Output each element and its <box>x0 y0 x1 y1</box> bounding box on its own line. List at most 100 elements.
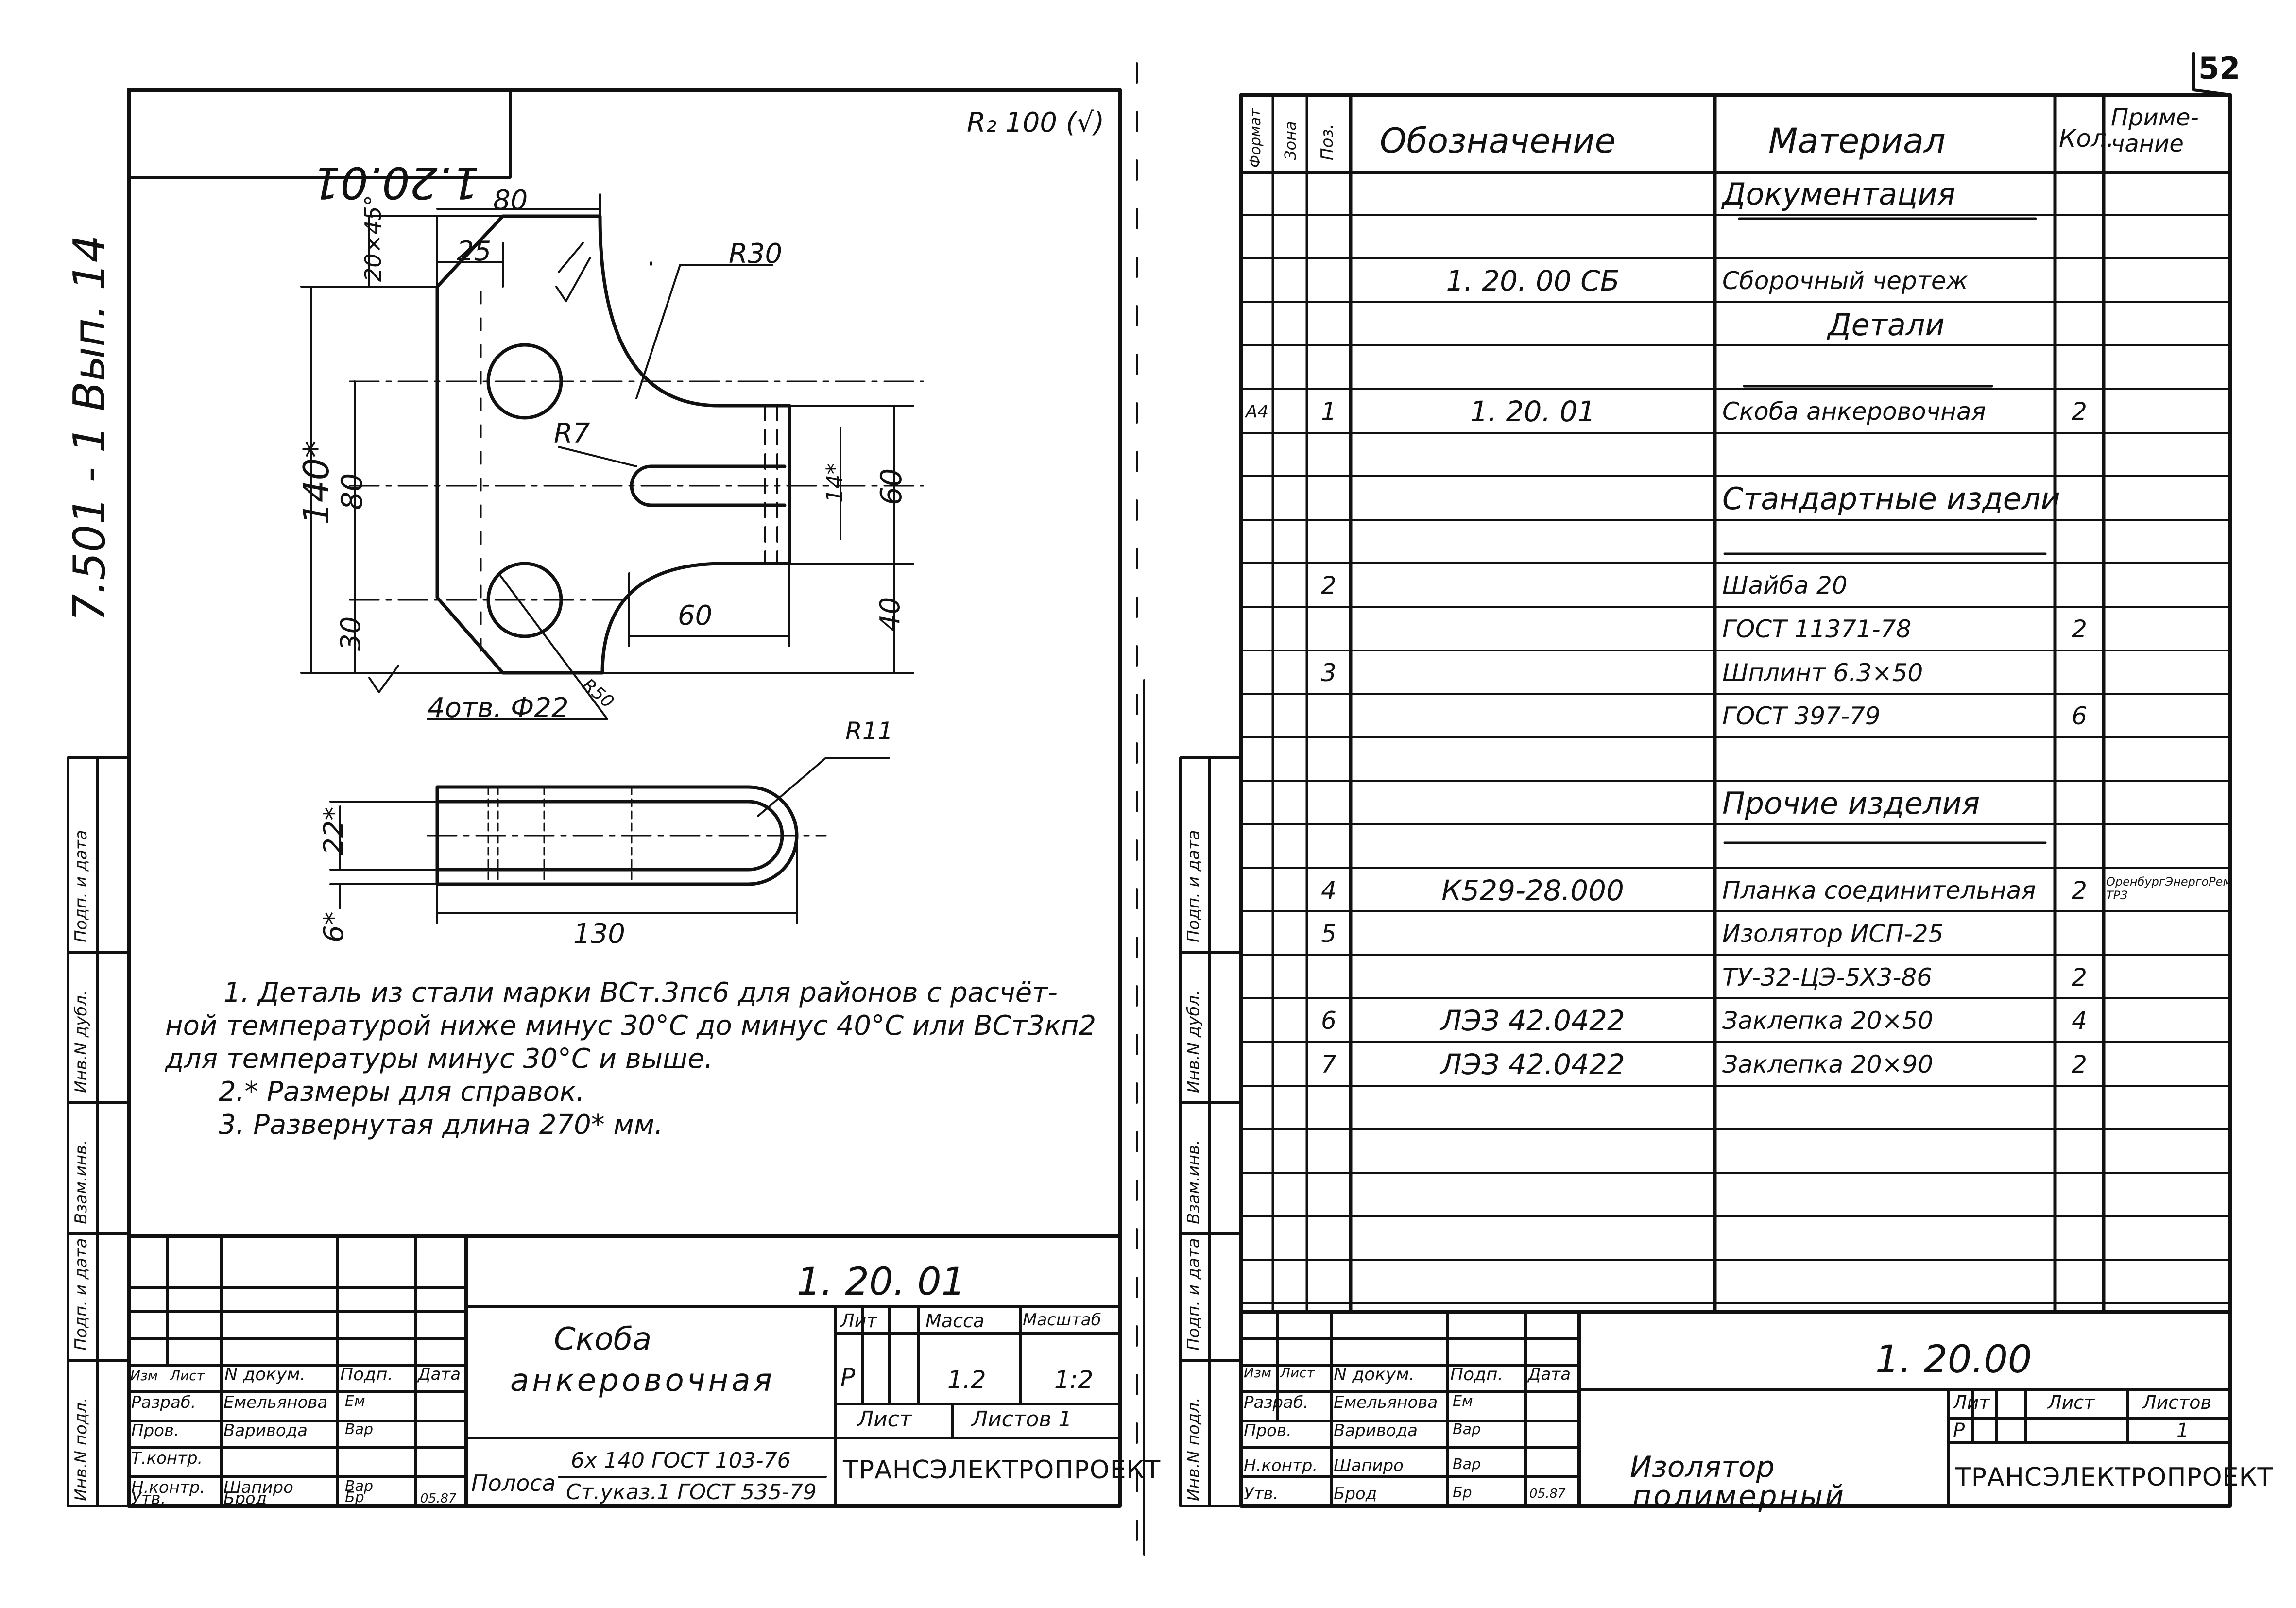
right-hdr-date: Дата <box>1528 1365 1571 1384</box>
spec-cell-qty: 4 <box>2072 1007 2087 1035</box>
right-side-label-1: Инв.N подл. <box>1184 1397 1203 1501</box>
spec-cell-qty <box>2055 259 2104 303</box>
spec-row <box>1241 434 2230 478</box>
dim-130: 130 <box>573 918 625 950</box>
spec-cell-material: Шплинт 6.3×50 <box>1722 658 1923 687</box>
dim-6: 6* <box>318 911 350 942</box>
dim-22: 22* <box>318 806 350 855</box>
spec-cell-designation <box>1351 782 1715 825</box>
dim-25: 25 <box>457 236 492 267</box>
spec-cell-note <box>2106 1174 2230 1217</box>
spec-cell-note <box>2106 390 2230 434</box>
right-name-line1: Изолятор <box>1630 1450 1775 1484</box>
spec-cell-designation <box>1351 956 1715 1000</box>
spec-cell-material: Детали <box>1828 307 1945 342</box>
right-lit-header: Лит <box>1953 1392 1990 1413</box>
spec-cell-format <box>1241 869 1273 913</box>
part-main-view <box>349 214 924 675</box>
left-hdr-date: Дата <box>418 1365 461 1384</box>
spec-cell-format <box>1241 259 1273 303</box>
hdr-designation: Обозначение <box>1380 121 1616 161</box>
spec-cell-qty: 2 <box>2072 615 2087 643</box>
spec-row <box>1241 1087 2230 1130</box>
right-side-label-3: Взам.инв. <box>1184 1140 1203 1224</box>
spec-cell-pos <box>1307 477 1351 521</box>
dim-r30: R30 <box>729 238 783 270</box>
spec-cell-format <box>1241 1087 1273 1130</box>
spec-cell-designation <box>1351 738 1715 782</box>
spec-cell-note <box>2106 1261 2230 1304</box>
spec-cell-pos <box>1307 608 1351 651</box>
spec-cell-pos: 6 <box>1321 1007 1336 1035</box>
spec-cell-note <box>2106 259 2230 303</box>
spec-cell-note <box>2106 303 2230 347</box>
right-side-label-5: Подп. и дата <box>1184 830 1203 942</box>
spec-cell-qty <box>2055 1130 2104 1174</box>
spec-cell-designation <box>1351 1087 1715 1130</box>
left-scale-value: 1:2 <box>1054 1366 1094 1394</box>
right-sheet-frame <box>1179 52 2232 1508</box>
spec-cell-designation <box>1351 172 1715 216</box>
left-hdr-ndoc: N докум. <box>224 1365 306 1385</box>
part-dimensions <box>300 193 914 720</box>
left-lit-header: Лит <box>840 1310 877 1332</box>
spec-cell-material: Планка соединительная <box>1722 876 2036 905</box>
spec-row <box>1241 825 2230 869</box>
spec-cell-qty: 2 <box>2072 1050 2087 1078</box>
spec-cell-designation <box>1351 303 1715 347</box>
spec-cell-pos <box>1307 172 1351 216</box>
left-mass-header: Масса <box>925 1310 985 1332</box>
right-hdr-ndoc: N докум. <box>1334 1365 1415 1385</box>
left-sign-6: Бр <box>345 1489 364 1506</box>
spec-cell-note: ОренбургЭнергоРемонт ТРЗ <box>2106 874 2230 902</box>
right-role-1: Разраб. <box>1244 1393 1309 1412</box>
right-sign-2: Вар <box>1453 1421 1481 1438</box>
spec-cell-designation: 1. 20. 00 СБ <box>1446 264 1620 298</box>
spec-cell-pos: 7 <box>1321 1050 1336 1078</box>
left-role-1: Разраб. <box>131 1393 196 1412</box>
left-side-label-5: Подп. и дата <box>71 830 91 942</box>
dim-60-vert: 60 <box>874 468 908 505</box>
left-sign-5: Вар <box>345 1478 374 1495</box>
spec-cell-note <box>2106 825 2230 869</box>
spec-cell-note <box>2106 564 2230 608</box>
spec-cell-qty <box>2055 1087 2104 1130</box>
section-underlines <box>1723 217 2047 844</box>
spec-cell-note <box>2106 346 2230 390</box>
spec-cell-note <box>2106 1087 2230 1130</box>
left-name-5: Шапиро <box>223 1478 293 1497</box>
left-margin-label: 7.501 - 1 Вып. 14 <box>64 235 115 622</box>
spec-cell-designation <box>1351 1217 1715 1261</box>
spec-cell-qty <box>2055 912 2104 956</box>
left-side-label-2: Подп. и дата <box>71 1238 91 1351</box>
spec-cell-designation <box>1351 1130 1715 1174</box>
spec-cell-format <box>1241 912 1273 956</box>
spec-cell-material <box>1717 1174 2060 1217</box>
spec-row <box>1241 1217 2230 1261</box>
spec-cell-designation: 1. 20. 01 <box>1470 395 1596 428</box>
spec-cell-note <box>2106 651 2230 695</box>
right-hdr-list: Лист <box>1280 1365 1315 1381</box>
right-name-line2: полимерный <box>1632 1479 1846 1513</box>
spec-cell-note <box>2106 738 2230 782</box>
right-sign-1: Ем <box>1453 1393 1473 1410</box>
spec-cell-qty <box>2055 1174 2104 1217</box>
spec-cell-format <box>1241 346 1273 390</box>
spec-cell-format <box>1241 738 1273 782</box>
spec-row <box>1241 216 2230 260</box>
spec-cell-note <box>2106 999 2230 1043</box>
spec-cell-material <box>1717 825 2060 869</box>
left-scale-header: Масштаб <box>1023 1310 1101 1330</box>
spec-cell-material <box>1717 738 2060 782</box>
right-sheets-header: Листов <box>2142 1392 2211 1413</box>
technical-notes: 1. Деталь из стали марки ВСт.3пс6 для ра… <box>165 976 1096 1142</box>
note-line-4: 2.* Размеры для справок. <box>219 1076 585 1108</box>
spec-cell-pos <box>1307 259 1351 303</box>
left-title-block <box>127 1234 1122 1508</box>
